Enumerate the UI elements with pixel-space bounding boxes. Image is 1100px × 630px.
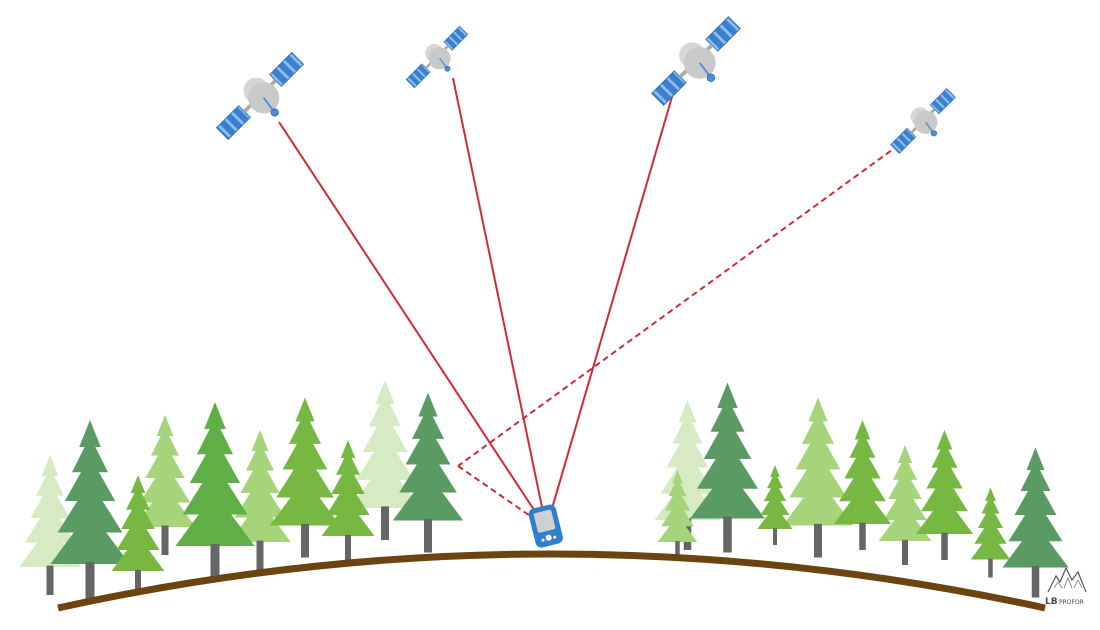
signal-line-sat-1 <box>278 121 539 517</box>
conifer-tree-icon <box>757 465 793 545</box>
logo-text-small: PROFOR <box>1059 599 1084 606</box>
satellite-icon <box>405 25 469 89</box>
forest-left <box>19 380 464 600</box>
conifer-tree-icon <box>833 420 892 550</box>
signal-line-sat-2 <box>452 77 544 513</box>
conifer-tree-icon <box>878 445 932 565</box>
signal-lines <box>278 77 908 521</box>
conifer-tree-icon <box>229 430 291 570</box>
satellite-icon <box>215 51 305 141</box>
logo-text-large: LB <box>1045 597 1058 607</box>
conifer-tree-icon <box>782 397 854 558</box>
signal-line-sat-3 <box>550 89 675 513</box>
lbprofor-logo-icon: LB PROFOR <box>1045 566 1087 607</box>
conifer-tree-icon <box>970 487 1011 578</box>
conifer-tree-icon <box>1002 447 1069 598</box>
gps-receiver-icon <box>528 504 563 548</box>
satellite-icon <box>650 15 742 107</box>
signal-line-sat-4-bounce <box>457 465 537 521</box>
satellite-icon <box>889 87 957 155</box>
forest-right <box>654 382 1069 598</box>
ground-arc <box>57 550 1046 612</box>
satellites <box>215 15 957 155</box>
signal-line-sat-4-reflected <box>457 138 908 467</box>
